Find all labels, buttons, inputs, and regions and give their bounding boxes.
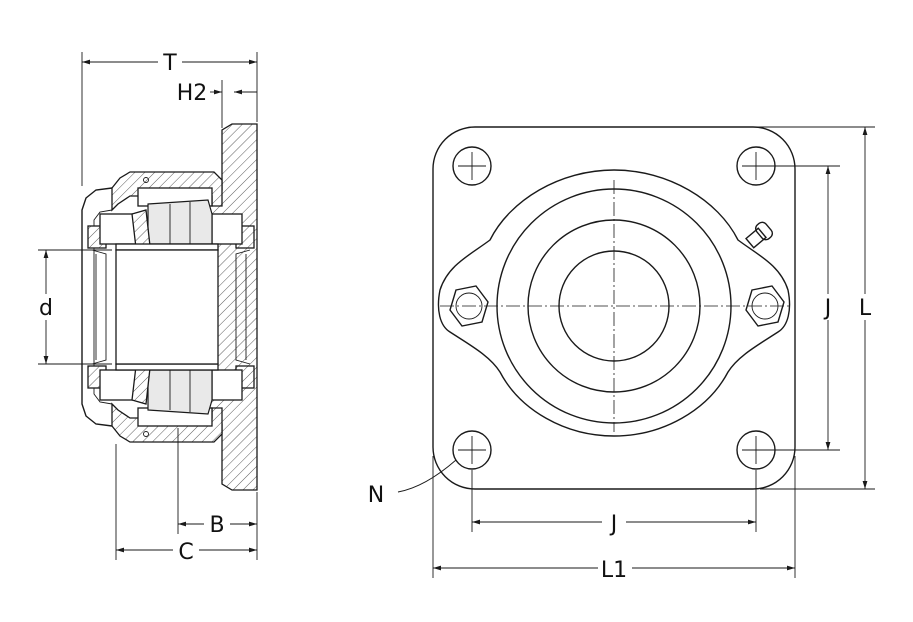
dim-H2-label: H2 xyxy=(177,81,208,106)
label-N: N xyxy=(368,483,384,508)
inner-race-lower xyxy=(115,363,219,371)
dim-B-label: B xyxy=(209,513,224,538)
dim-J-horizontal-label: J xyxy=(609,512,618,537)
grease-fitting xyxy=(745,221,774,249)
dim-C-label: C xyxy=(178,540,193,565)
hex-bolt-left xyxy=(449,285,489,327)
inner-race-upper xyxy=(115,243,219,251)
bolt-hole-br xyxy=(736,430,776,470)
adapter-sleeve-upper xyxy=(131,209,151,249)
dim-T-label: T xyxy=(162,51,177,76)
adapter-sleeve-lower xyxy=(131,365,151,405)
leader-N xyxy=(397,459,457,493)
housing-body-outline xyxy=(437,169,791,437)
side-section-view: T H2 d B C xyxy=(36,50,258,565)
dim-d-label: d xyxy=(39,296,53,321)
end-cap-inner xyxy=(93,209,113,405)
collar-upper xyxy=(99,213,137,245)
collar-right-lower xyxy=(211,369,243,401)
dim-L-label: L xyxy=(859,296,872,321)
end-cap xyxy=(81,187,113,427)
bolt-hole-bl xyxy=(452,430,492,470)
dim-J-vertical-label: J xyxy=(823,296,832,321)
bolt-hole-tl xyxy=(452,146,492,186)
bolt-hole-tr xyxy=(736,146,776,186)
roller-upper xyxy=(147,199,213,245)
collar-lower xyxy=(99,369,137,401)
hex-bolt-right xyxy=(745,285,785,327)
shaft-bore xyxy=(115,249,219,365)
dim-L1-label: L1 xyxy=(601,558,627,583)
front-view: J L J L1 N xyxy=(368,126,878,583)
roller-lower xyxy=(147,369,213,415)
collar-right-upper xyxy=(211,213,243,245)
